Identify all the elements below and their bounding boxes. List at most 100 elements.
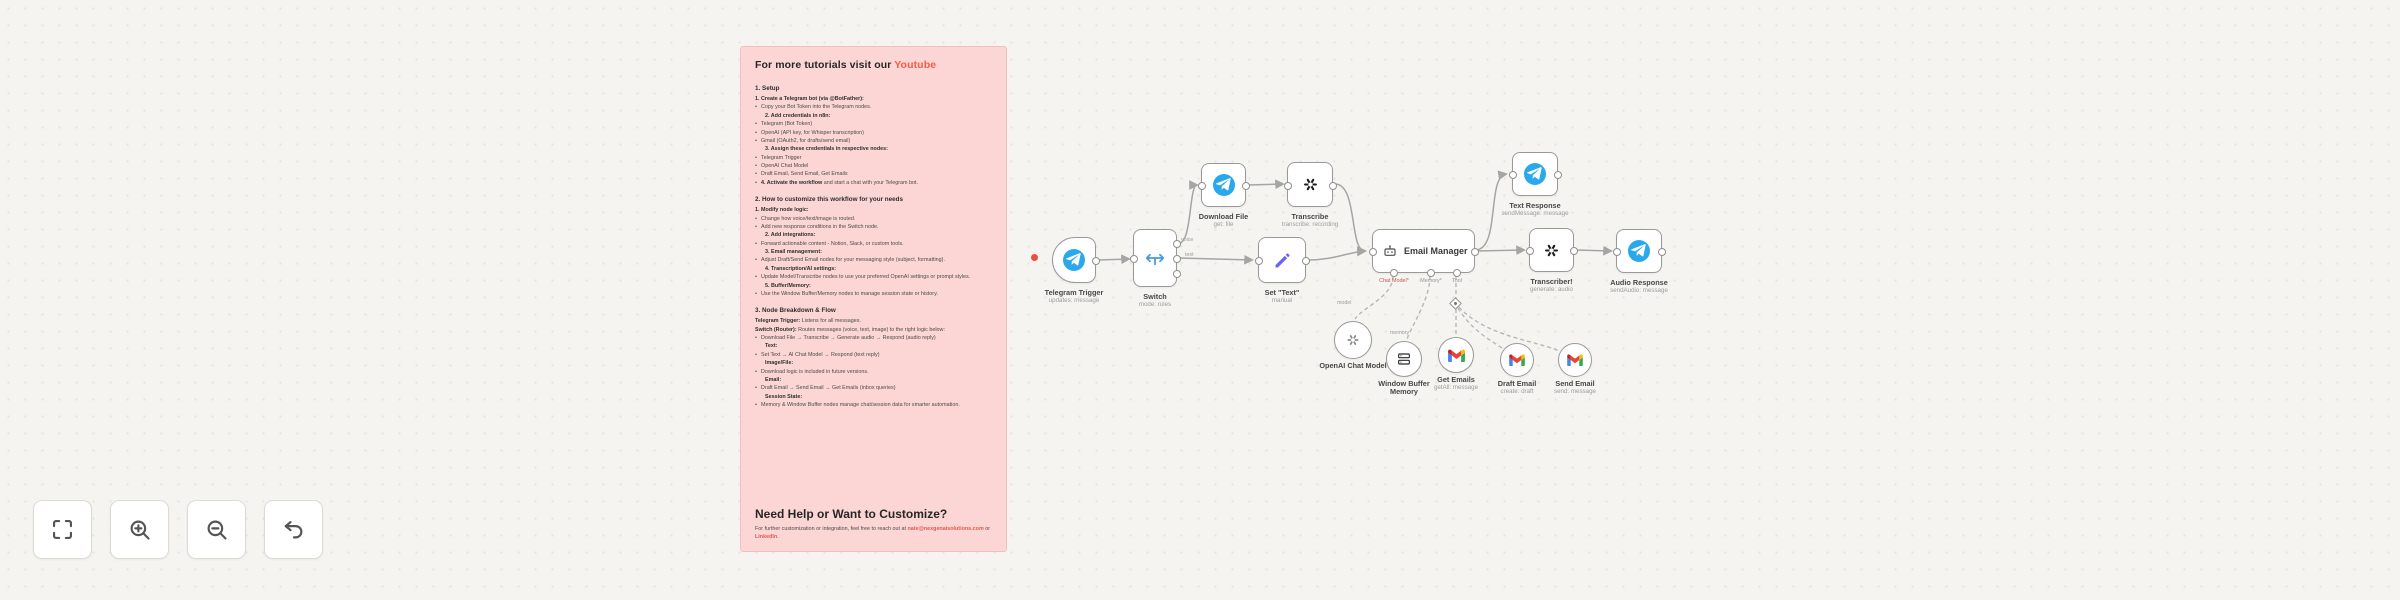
help-heading: Need Help or Want to Customize?: [755, 506, 948, 521]
node-get-emails[interactable]: [1438, 337, 1474, 373]
sticky-title: For more tutorials visit our Youtube: [755, 59, 992, 71]
edge-emailmanager-memory: [1406, 275, 1431, 340]
input-port[interactable]: [1508, 171, 1517, 179]
output-port[interactable]: [1091, 257, 1100, 265]
sticky-line: •Telegram (Bot Token): [755, 121, 813, 128]
bullet: •: [755, 240, 757, 247]
node-window-buffer-memory[interactable]: [1386, 341, 1422, 377]
output-port[interactable]: [1328, 181, 1337, 190]
edge-settext-emailmanager: [1307, 246, 1367, 261]
output-port[interactable]: [1172, 240, 1181, 248]
sticky-line: Image/File:: [765, 360, 794, 367]
zoom-in-icon: [126, 516, 153, 543]
node-transcriber[interactable]: [1525, 228, 1578, 272]
input-port[interactable]: [1283, 181, 1292, 190]
bullet: •: [755, 385, 757, 392]
output-port[interactable]: [1172, 255, 1181, 263]
help-text: For further customization or integration…: [755, 525, 992, 541]
sticky-line: •OpenAI (API key, for Whisper transcript…: [755, 129, 864, 136]
sticky-line: •Telegram Trigger: [755, 154, 802, 161]
sticky-line: •Use the Window Buffer/Memory nodes to m…: [755, 290, 938, 297]
openai-icon: [1300, 174, 1321, 195]
bullet: •: [755, 223, 757, 230]
bullet: •: [755, 351, 757, 358]
gmail-icon: [1447, 348, 1465, 362]
sticky-line: Email:: [765, 376, 782, 383]
output-port[interactable]: [1553, 171, 1562, 179]
input-port[interactable]: [1612, 248, 1621, 256]
youtube-link[interactable]: Youtube: [894, 59, 937, 71]
node-text-response[interactable]: [1508, 152, 1562, 196]
sticky-section-heading: 2. How to customize this workflow for yo…: [755, 196, 903, 204]
agent-port-Tool[interactable]: [1453, 268, 1461, 277]
telegram-icon: [1212, 174, 1235, 196]
openai-gray-icon: [1344, 331, 1362, 349]
sticky-line: •Gmail (OAuth2, for drafts/send email): [755, 137, 851, 144]
linkedin-link[interactable]: LinkedIn: [755, 533, 778, 540]
help-text-mid: or: [983, 525, 991, 532]
input-port[interactable]: [1197, 182, 1206, 190]
output-port[interactable]: [1172, 270, 1181, 278]
contact-link[interactable]: nate@nexgenaisolutions.com: [907, 525, 984, 532]
bullet: •: [755, 137, 757, 144]
zoom-to-fit-button[interactable]: [33, 500, 92, 559]
sticky-line: Session State:: [765, 393, 803, 400]
node-download-file[interactable]: [1197, 163, 1250, 207]
sticky-line: •Set Text → AI Chat Model → Respond (tex…: [755, 351, 880, 358]
bullet: •: [755, 402, 757, 408]
node-switch[interactable]: [1129, 229, 1181, 287]
output-port[interactable]: [1301, 257, 1310, 265]
bullet: •: [755, 257, 757, 264]
undo-icon: [280, 516, 307, 543]
edge-transcriber-audioresponse: [1575, 245, 1613, 256]
output-port[interactable]: [1241, 182, 1250, 190]
telegram-icon: [1524, 163, 1546, 185]
sticky-line: Telegram Trigger: Listens for all messag…: [755, 318, 861, 325]
input-port[interactable]: [1525, 247, 1534, 255]
agent-port-Memory*[interactable]: [1427, 268, 1435, 277]
sticky-line: 3. Email management:: [765, 249, 822, 255]
node-openai-chat-model[interactable]: [1334, 321, 1372, 359]
node-telegram-trigger[interactable]: [1052, 237, 1100, 283]
output-port[interactable]: [1569, 247, 1578, 255]
node-set-text[interactable]: [1254, 237, 1310, 283]
node-transcribe[interactable]: [1283, 162, 1337, 207]
input-port[interactable]: [1129, 255, 1138, 263]
edge-downloadfile-transcribe: [1247, 179, 1285, 190]
node-draft-email[interactable]: [1500, 343, 1534, 377]
sticky-line: 5. Buffer/Memory:: [765, 282, 811, 289]
canvas-controls: [33, 500, 323, 559]
telegram-icon: [1628, 240, 1650, 262]
zoom-out-button[interactable]: [187, 500, 246, 559]
bullet: •: [755, 179, 757, 186]
sticky-line: •Copy your Bot Token into the Telegram n…: [755, 104, 872, 111]
reset-button[interactable]: [264, 500, 323, 559]
sticky-line: •Add new response conditions in the Swit…: [755, 223, 879, 230]
sticky-section-heading: 3. Node Breakdown & Flow: [755, 307, 836, 315]
bullet: •: [755, 121, 757, 128]
edge-transcribe-emailmanager: [1334, 183, 1367, 256]
node-audio-response[interactable]: [1612, 229, 1666, 273]
zoom-out-icon: [203, 516, 230, 543]
output-port[interactable]: [1470, 248, 1479, 256]
output-port[interactable]: [1657, 248, 1666, 256]
edge-emailmanager-chatmodel: [1354, 275, 1394, 320]
edge-trigger-switch: [1097, 254, 1131, 265]
sticky-line: •4. Activate the workflow and start a ch…: [755, 179, 919, 186]
sticky-note[interactable]: For more tutorials visit our Youtube 1. …: [740, 46, 1007, 552]
bullet: •: [755, 335, 757, 341]
agent-port-Chat Model*[interactable]: [1390, 268, 1398, 277]
edge-tool-draftemail: [1457, 307, 1503, 349]
input-port[interactable]: [1254, 257, 1263, 265]
node-send-email[interactable]: [1558, 343, 1592, 377]
bullet: •: [755, 129, 757, 136]
input-port[interactable]: [1368, 248, 1377, 256]
sticky-line: 2. Add credentials in n8n:: [765, 112, 831, 119]
zoom-in-button[interactable]: [110, 500, 169, 559]
robot-icon: [1382, 243, 1398, 259]
